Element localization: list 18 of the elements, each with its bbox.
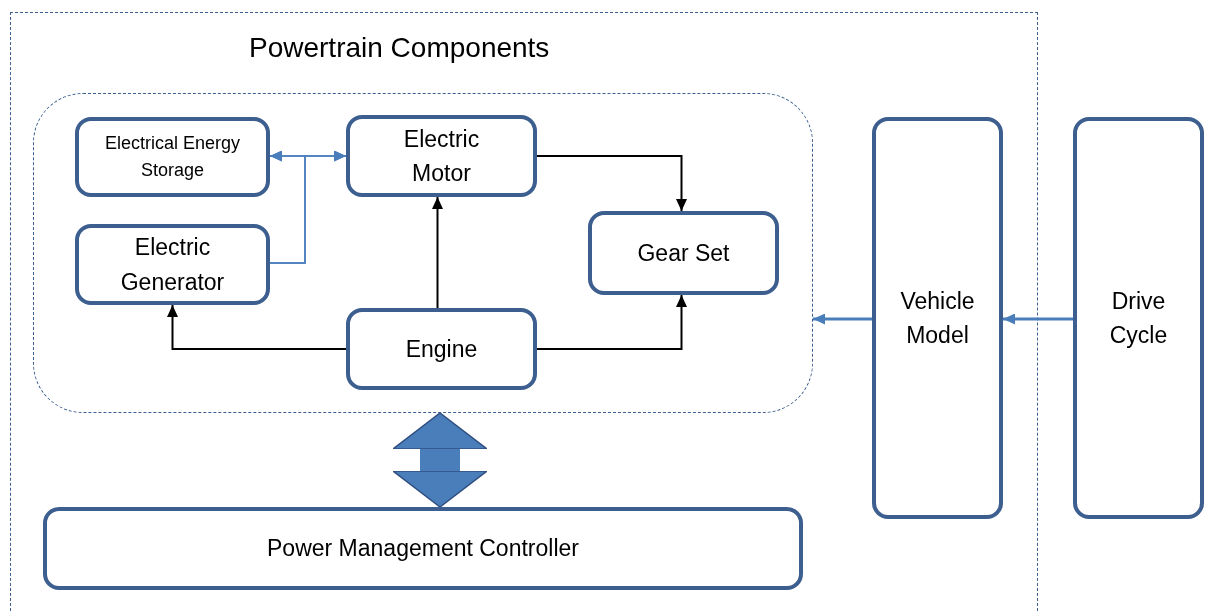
process-box: Gear Set	[588, 211, 779, 295]
block-arrow	[392, 412, 488, 508]
arrow	[536, 294, 687, 350]
arrow	[1003, 313, 1073, 325]
group-heading: Powertrain Components	[249, 32, 550, 64]
arrow	[167, 304, 347, 350]
process-box: Engine	[346, 308, 537, 390]
process-box: Electric Generator	[75, 224, 270, 305]
process-box: Drive Cycle	[1073, 117, 1204, 519]
dashed-boundary	[10, 12, 1038, 611]
arrow	[432, 196, 443, 309]
process-box: Vehicle Model	[872, 117, 1003, 519]
process-box: Power Management Controller	[43, 507, 803, 590]
process-box: Electrical Energy Storage	[75, 117, 270, 197]
process-box: Electric Motor	[346, 115, 537, 197]
arrow	[536, 155, 687, 212]
arrow	[813, 313, 872, 325]
arrow	[269, 150, 347, 264]
